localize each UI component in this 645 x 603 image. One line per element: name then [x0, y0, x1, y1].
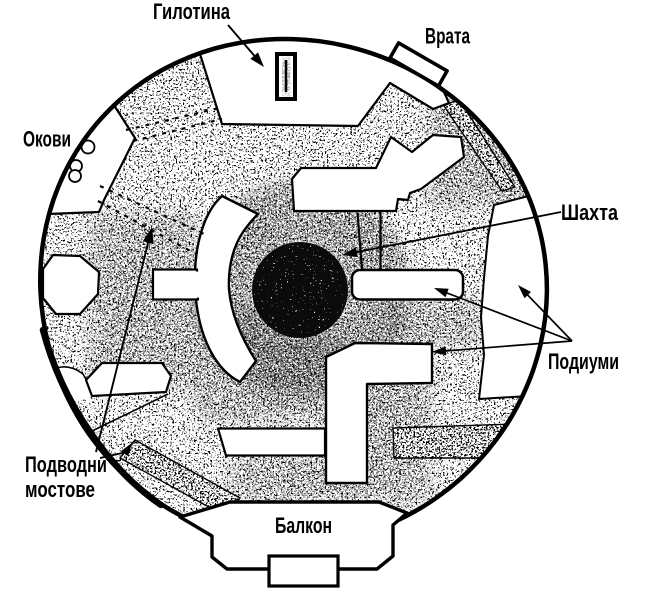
- svg-text:Окови: Окови: [23, 127, 71, 152]
- svg-text:мостове: мостове: [25, 477, 95, 502]
- svg-text:Гилотина: Гилотина: [153, 0, 231, 24]
- svg-text:Подводни: Подводни: [25, 452, 107, 477]
- svg-text:Врата: Врата: [425, 24, 471, 49]
- svg-text:Балкон: Балкон: [275, 513, 332, 538]
- svg-text:Подиуми: Подиуми: [548, 349, 619, 374]
- svg-text:Шахта: Шахта: [561, 200, 619, 225]
